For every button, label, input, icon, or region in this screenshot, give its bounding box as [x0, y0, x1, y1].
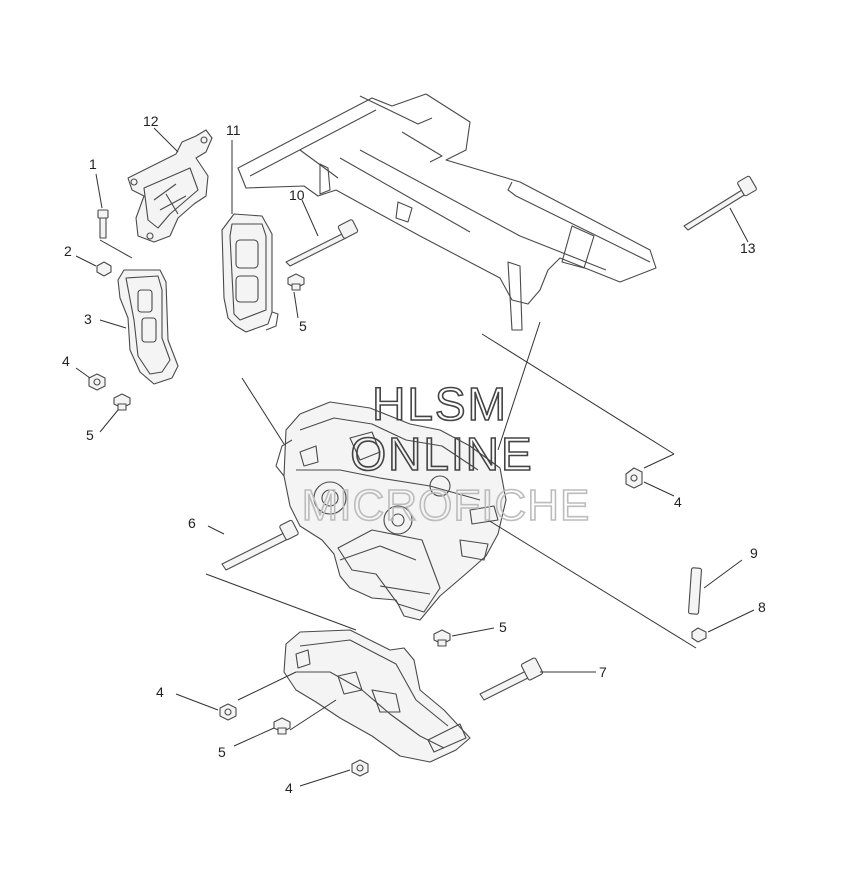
- callout-5: 5: [218, 744, 226, 760]
- bolt-5-bottom: [273, 717, 291, 735]
- nut-4-right: [625, 467, 643, 489]
- nut-2: [96, 261, 112, 277]
- callout-13: 13: [740, 240, 756, 256]
- callout-10: 10: [289, 187, 305, 203]
- callout-7: 7: [599, 664, 607, 680]
- nut-4-left: [88, 373, 106, 391]
- callout-5: 5: [299, 318, 307, 334]
- bolt-6: [221, 519, 299, 571]
- bolt-13: [683, 175, 757, 231]
- callout-labels: 1 2 3 4 5 12 11 10 5 13 4 6 9 8 5 7 4 5 …: [62, 113, 766, 796]
- bolt-5-mid: [433, 629, 451, 647]
- leader-lines: [75, 127, 755, 787]
- bolt-10: [285, 219, 359, 267]
- bolt-1: [97, 209, 109, 239]
- bracket-12: [127, 129, 213, 243]
- callout-5: 5: [499, 619, 507, 635]
- watermark: MICROFICHE HLSM ONLINE: [301, 377, 591, 531]
- nut-8: [691, 627, 707, 643]
- bolt-7: [479, 657, 544, 701]
- bolt-5-left: [113, 393, 131, 411]
- callout-5: 5: [86, 427, 94, 443]
- nut-4-bottom-a: [219, 703, 237, 721]
- watermark-line-1: HLSM: [372, 378, 508, 430]
- callout-3: 3: [84, 311, 92, 327]
- engine-assembly: [275, 401, 507, 621]
- callout-11: 11: [226, 122, 241, 138]
- callout-8: 8: [758, 599, 766, 615]
- callout-1: 1: [89, 156, 97, 172]
- callout-4: 4: [674, 494, 682, 510]
- callout-9: 9: [750, 545, 758, 561]
- pin-9: [687, 567, 703, 615]
- callout-12: 12: [143, 113, 159, 129]
- bracket-11: [221, 213, 279, 333]
- lower-crossmember: [283, 629, 471, 763]
- watermark-line-3: MICROFICHE: [302, 481, 591, 530]
- callout-6: 6: [188, 515, 196, 531]
- callout-2: 2: [64, 243, 72, 259]
- watermark-line-2: ONLINE: [350, 428, 533, 480]
- callout-4: 4: [156, 684, 164, 700]
- nut-4-bottom-b: [351, 759, 369, 777]
- frame-assembly: [237, 93, 657, 331]
- callout-4: 4: [62, 353, 70, 369]
- callout-4: 4: [285, 780, 293, 796]
- bolt-5-upper: [287, 273, 305, 291]
- bracket-3: [117, 269, 179, 385]
